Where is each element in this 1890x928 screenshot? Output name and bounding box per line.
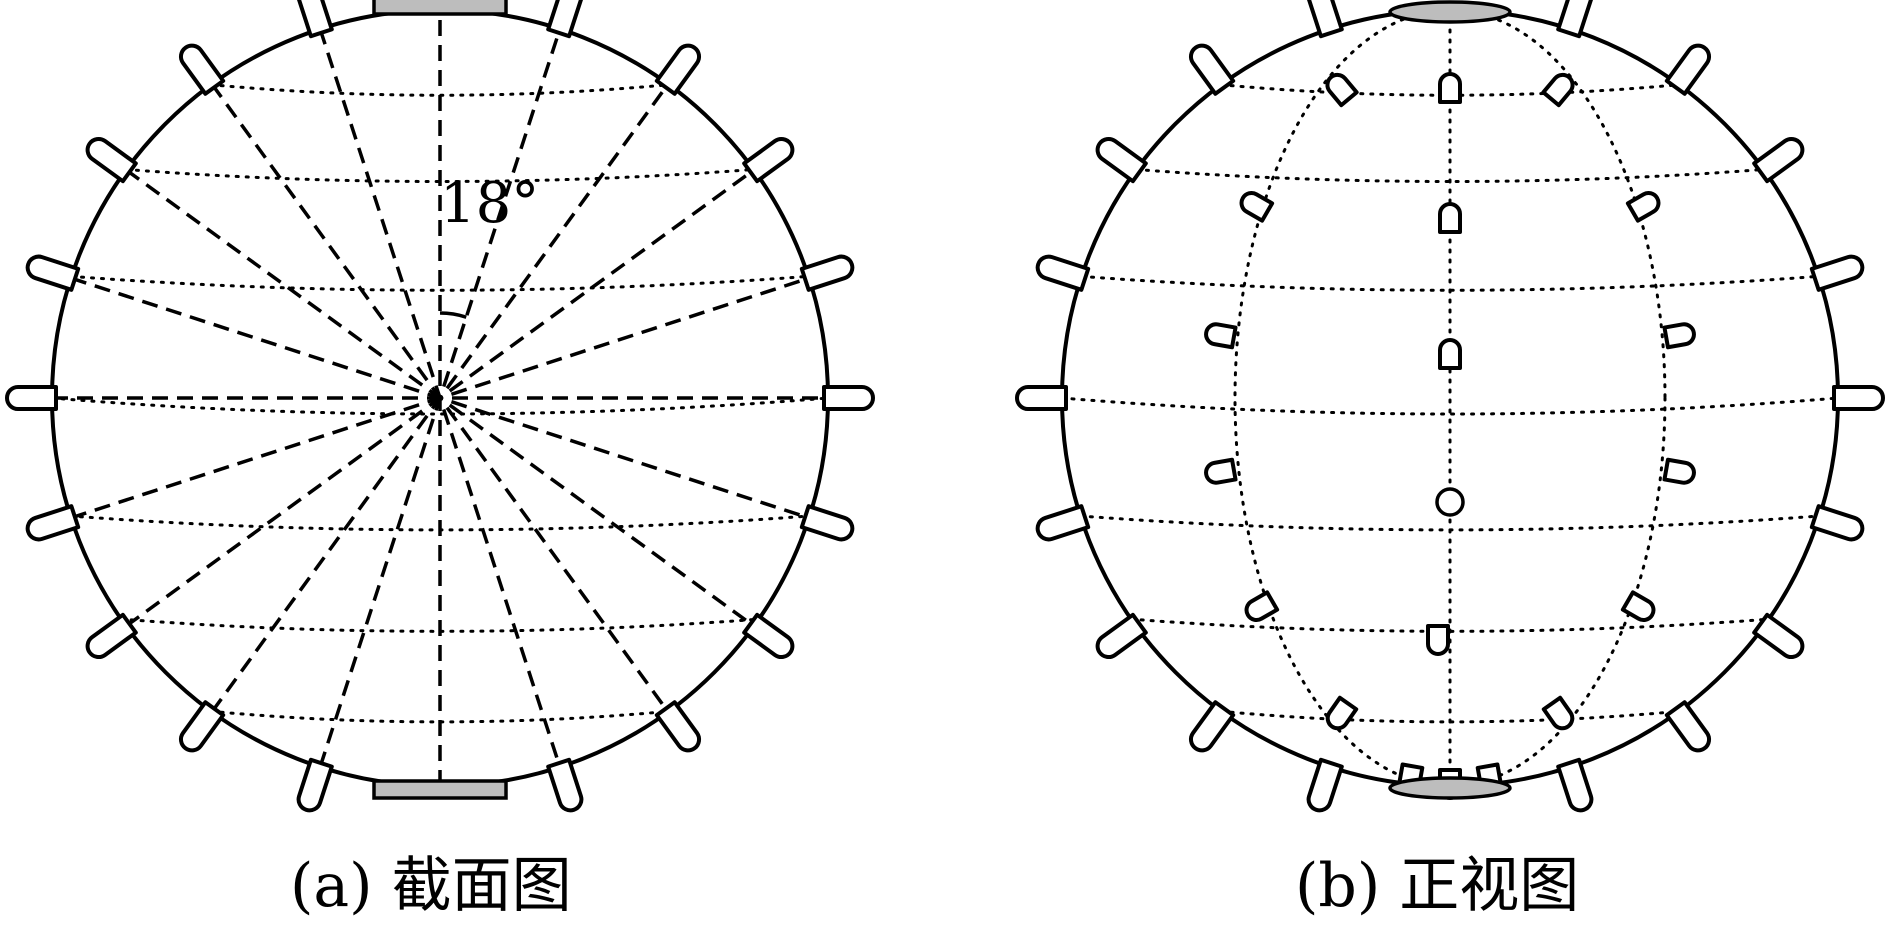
rod-front-right-8 bbox=[1664, 700, 1711, 753]
surface-marker-7-shape bbox=[1204, 322, 1238, 350]
latitude-dotted-line-2 bbox=[70, 274, 810, 292]
surface-marker-8 bbox=[1662, 322, 1696, 350]
latitude-dotted-line-b-6 bbox=[1219, 709, 1681, 724]
rod-front-right-2 bbox=[1664, 43, 1711, 96]
rod-right-8 bbox=[654, 700, 701, 753]
rod-front-left-4 bbox=[1035, 254, 1091, 292]
radial-dashed-line-9 bbox=[318, 28, 562, 768]
center-hole bbox=[1435, 487, 1465, 517]
panel-front-view bbox=[1015, 0, 1885, 813]
rod-right-4 bbox=[799, 254, 855, 292]
latitude-dotted-line-b-2 bbox=[1080, 274, 1820, 292]
rod-left-8 bbox=[179, 700, 226, 753]
rod-right-1 bbox=[546, 0, 583, 39]
surface-marker-12-shape bbox=[1620, 590, 1656, 622]
rod-right-5 bbox=[822, 385, 875, 411]
rod-left-6 bbox=[25, 504, 81, 542]
caption-front-view: (b) 正视图 bbox=[1295, 851, 1579, 921]
surface-marker-5 bbox=[1239, 191, 1275, 223]
surface-marker-0 bbox=[1438, 72, 1462, 104]
surface-marker-11-shape bbox=[1244, 590, 1280, 622]
latitude-dotted-line-0 bbox=[209, 83, 671, 97]
surface-marker-5-shape bbox=[1239, 191, 1275, 223]
rod-front-left-8 bbox=[1189, 700, 1236, 753]
surface-marker-1 bbox=[1438, 202, 1462, 234]
surface-marker-10 bbox=[1662, 457, 1696, 485]
surface-marker-4-shape bbox=[1541, 72, 1575, 108]
rod-front-left-9 bbox=[1306, 757, 1344, 813]
rod-front-left-3 bbox=[1095, 137, 1148, 184]
rod-front-right-6 bbox=[1809, 504, 1865, 542]
surface-marker-0-shape bbox=[1438, 72, 1462, 104]
rod-right-3 bbox=[742, 137, 795, 184]
rod-left-4 bbox=[25, 254, 81, 292]
latitude-dotted-line-b-3 bbox=[1060, 396, 1840, 416]
bottom-plate bbox=[372, 779, 508, 800]
angle-label-18deg: 18° bbox=[440, 171, 539, 236]
latitude-dotted-line-1 bbox=[124, 167, 756, 183]
surface-marker-9 bbox=[1204, 457, 1238, 485]
rod-right-9 bbox=[546, 757, 584, 813]
surface-marker-6-shape bbox=[1625, 191, 1661, 223]
surface-marker-15-shape bbox=[1426, 624, 1450, 656]
surface-marker-12 bbox=[1620, 590, 1656, 622]
rod-front-right-4 bbox=[1809, 254, 1865, 292]
surface-marker-14 bbox=[1541, 695, 1575, 731]
rod-front-left-6 bbox=[1035, 504, 1091, 542]
rod-left-9 bbox=[296, 757, 334, 813]
rod-right-2 bbox=[654, 43, 701, 96]
surface-marker-2-shape bbox=[1438, 338, 1462, 370]
latitude-dotted-line-3 bbox=[50, 396, 830, 416]
surface-marker-6 bbox=[1625, 191, 1661, 223]
surface-marker-1-shape bbox=[1438, 202, 1462, 234]
panel-cross-section bbox=[5, 0, 875, 813]
rod-front-right-3 bbox=[1752, 137, 1805, 184]
surface-marker-7 bbox=[1204, 322, 1238, 350]
latitude-dotted-line-b-1 bbox=[1134, 167, 1766, 183]
surface-marker-3-shape bbox=[1325, 72, 1359, 108]
surface-marker-13 bbox=[1325, 695, 1359, 731]
bottom-plate-front bbox=[1388, 776, 1512, 800]
rod-front-left-2 bbox=[1189, 43, 1236, 96]
surface-marker-4 bbox=[1541, 72, 1575, 108]
latitude-dotted-line-b-4 bbox=[1078, 514, 1822, 532]
surface-marker-14-shape bbox=[1541, 695, 1575, 731]
rod-front-right-7 bbox=[1752, 612, 1805, 659]
surface-marker-9-shape bbox=[1204, 457, 1238, 485]
rod-front-right-5 bbox=[1832, 385, 1885, 411]
top-plate bbox=[372, 0, 508, 16]
surface-marker-11 bbox=[1244, 590, 1280, 622]
rod-front-right-1 bbox=[1556, 0, 1593, 39]
caption-cross-section: (a) 截面图 bbox=[290, 851, 572, 921]
surface-marker-13-shape bbox=[1325, 695, 1359, 731]
rod-front-right-9 bbox=[1556, 757, 1594, 813]
angle-arc bbox=[439, 311, 467, 319]
surface-marker-3 bbox=[1325, 72, 1359, 108]
rod-left-1 bbox=[297, 0, 334, 39]
rod-front-left-5 bbox=[1015, 385, 1068, 411]
rod-left-5 bbox=[5, 385, 58, 411]
rod-front-left-1 bbox=[1307, 0, 1344, 39]
top-plate-front bbox=[1388, 0, 1512, 24]
surface-marker-2 bbox=[1438, 338, 1462, 370]
rod-left-2 bbox=[179, 43, 226, 96]
surface-marker-15 bbox=[1426, 624, 1450, 656]
rod-left-7 bbox=[85, 612, 138, 659]
rod-right-6 bbox=[799, 504, 855, 542]
rod-front-left-7 bbox=[1095, 612, 1148, 659]
surface-marker-10-shape bbox=[1662, 457, 1696, 485]
surface-marker-8-shape bbox=[1662, 322, 1696, 350]
rod-left-3 bbox=[85, 137, 138, 184]
rod-right-7 bbox=[742, 612, 795, 659]
